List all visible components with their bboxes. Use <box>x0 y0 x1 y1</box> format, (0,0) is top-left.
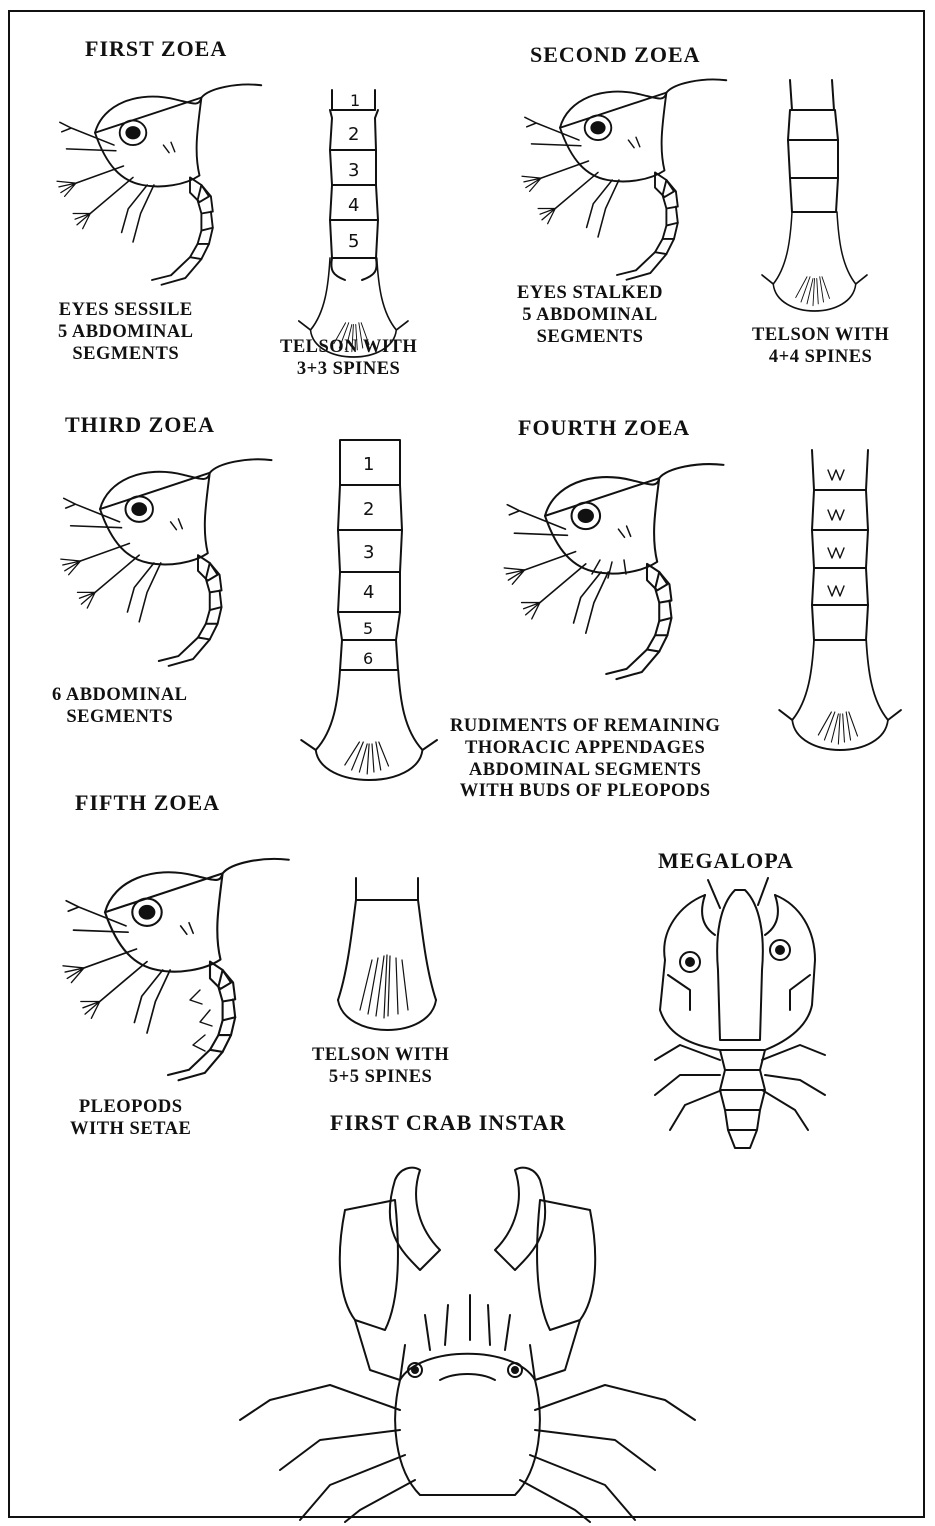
fifth-zoea-title: FIFTH ZOEA <box>75 790 220 816</box>
first-zoea-segment-label: 1 <box>350 91 360 110</box>
first-zoea-telson-caption: TELSON WITH 3+3 SPINES <box>280 337 417 381</box>
megalopa-drawing <box>655 878 825 1148</box>
third-zoea-segment-label: 6 <box>363 649 373 668</box>
first-zoea-segment-label: 5 <box>348 231 359 252</box>
third-zoea-segment-label: 2 <box>363 499 374 520</box>
caption-line: TELSON WITH <box>312 1045 449 1067</box>
fourth-zoea-abdomen-telson <box>779 450 901 750</box>
first-zoea-abdomen-telson: 1 2 3 4 5 <box>299 90 408 357</box>
caption-line: 5+5 SPINES <box>312 1067 449 1089</box>
first-zoea-title: FIRST ZOEA <box>85 36 227 62</box>
megalopa-title: MEGALOPA <box>658 848 794 874</box>
third-zoea-segment-label: 5 <box>363 619 373 638</box>
fourth-zoea-drawing <box>504 464 723 679</box>
first-crab-instar-drawing <box>240 1168 695 1522</box>
caption-line: 5 ABDOMINAL <box>58 322 194 344</box>
caption-line: SEGMENTS <box>52 707 188 729</box>
caption-line: 6 ABDOMINAL <box>52 685 188 707</box>
first-zoea-segment-label: 2 <box>348 124 359 145</box>
third-zoea-segment-label: 1 <box>363 454 374 475</box>
caption-line: THORACIC APPENDAGES <box>450 738 720 760</box>
caption-line: 5 ABDOMINAL <box>517 305 663 327</box>
caption-line: WITH SETAE <box>70 1119 191 1141</box>
first-zoea-segment-label: 3 <box>348 160 359 181</box>
caption-line: EYES SESSILE <box>58 300 194 322</box>
caption-line: TELSON WITH <box>752 325 889 347</box>
fifth-zoea-drawing <box>63 859 289 1080</box>
third-zoea-drawing <box>61 459 272 666</box>
first-zoea-drawing <box>57 85 261 285</box>
fourth-zoea-caption: RUDIMENTS OF REMAINING THORACIC APPENDAG… <box>450 716 720 803</box>
third-zoea-title: THIRD ZOEA <box>65 412 215 438</box>
fourth-zoea-title: FOURTH ZOEA <box>518 415 690 441</box>
third-zoea-caption: 6 ABDOMINAL SEGMENTS <box>52 685 188 729</box>
second-zoea-caption: EYES STALKED 5 ABDOMINAL SEGMENTS <box>517 283 663 348</box>
caption-line: SEGMENTS <box>58 344 194 366</box>
second-zoea-title: SECOND ZOEA <box>530 42 701 68</box>
third-zoea-abdomen-telson: 1 2 3 4 5 6 <box>301 440 437 780</box>
caption-line: EYES STALKED <box>517 283 663 305</box>
caption-line: 4+4 SPINES <box>752 347 889 369</box>
caption-line: RUDIMENTS OF REMAINING <box>450 716 720 738</box>
caption-line: ABDOMINAL SEGMENTS <box>450 760 720 782</box>
caption-line: WITH BUDS OF PLEOPODS <box>450 781 720 803</box>
fifth-zoea-telson <box>338 878 436 1030</box>
first-zoea-segment-label: 4 <box>348 195 359 216</box>
first-crab-instar-title: FIRST CRAB INSTAR <box>330 1110 566 1136</box>
caption-line: 3+3 SPINES <box>280 359 417 381</box>
caption-line: TELSON WITH <box>280 337 417 359</box>
caption-line: SEGMENTS <box>517 327 663 349</box>
fifth-zoea-telson-caption: TELSON WITH 5+5 SPINES <box>312 1045 449 1089</box>
second-zoea-drawing <box>522 80 726 280</box>
second-zoea-telson-caption: TELSON WITH 4+4 SPINES <box>752 325 889 369</box>
fifth-zoea-caption: PLEOPODS WITH SETAE <box>70 1097 191 1141</box>
first-zoea-caption: EYES SESSILE 5 ABDOMINAL SEGMENTS <box>58 300 194 365</box>
second-zoea-abdomen-telson <box>762 80 867 311</box>
third-zoea-segment-label: 4 <box>363 582 374 603</box>
third-zoea-segment-label: 3 <box>363 542 374 563</box>
caption-line: PLEOPODS <box>70 1097 191 1119</box>
